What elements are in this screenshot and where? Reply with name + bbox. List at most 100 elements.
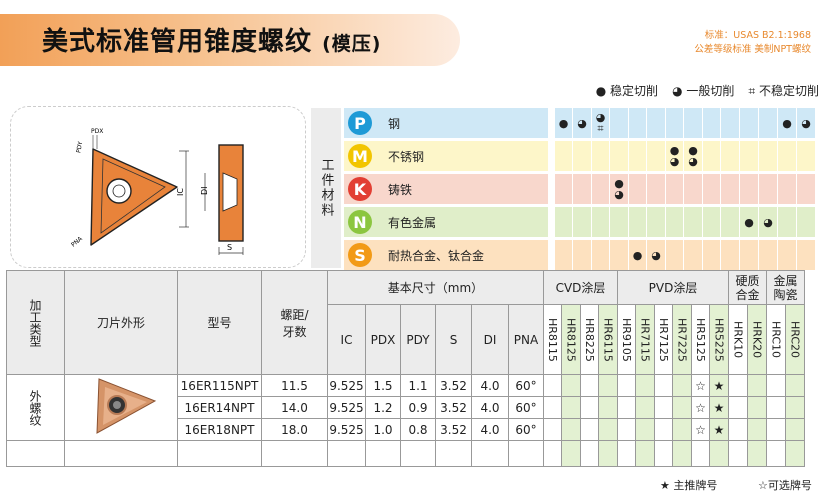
- ic-cell: 9.525: [327, 396, 366, 419]
- cutting-mark: ◕: [763, 215, 773, 229]
- header-basic-dims: 基本尺寸（mm）: [327, 270, 544, 305]
- material-grid-cell: [609, 141, 628, 171]
- material-grid-cell: [758, 141, 777, 171]
- material-s-icon: S: [348, 243, 372, 267]
- label-pdx: PDX: [91, 128, 103, 135]
- pdy-cell: 0.9: [400, 396, 436, 419]
- material-grid-cell: [796, 174, 815, 204]
- standard-text: 标准：USAS B2.1:1968: [704, 30, 811, 41]
- grade-cell: [561, 396, 581, 419]
- grade-cell: [561, 418, 581, 441]
- cutting-mark: ●: [632, 248, 643, 262]
- grade-cell: [654, 396, 673, 419]
- material-grid-cell: [777, 174, 796, 204]
- material-grid-cell: [591, 240, 609, 270]
- pitch-cell: 18.0: [261, 418, 328, 441]
- header-pna: PNA: [508, 304, 544, 375]
- material-grid-cell: [720, 108, 739, 138]
- model-cell: 16ER14NPT: [177, 396, 262, 419]
- material-grid-cell: [777, 240, 796, 270]
- material-grid-cell: [758, 240, 777, 270]
- material-grid-cell: [777, 207, 796, 237]
- material-grid-cell: [702, 240, 720, 270]
- header-ic: IC: [327, 304, 366, 375]
- grade-cell: [598, 374, 618, 397]
- grade-cell: [543, 374, 562, 397]
- grade-cell: [580, 374, 599, 397]
- table-row: 16ER14NPT 14.0 9.525 1.2 0.9 3.52 4.0 60…: [7, 396, 805, 419]
- material-m-icon: M: [348, 144, 372, 168]
- cutting-mark: ◕: [688, 155, 698, 168]
- pdy-cell: 0.8: [400, 418, 436, 441]
- material-grid-cell: ◕: [758, 207, 777, 237]
- material-grid-cell: ●◕: [683, 141, 702, 171]
- model-cell: 16ER18NPT: [177, 418, 262, 441]
- material-grid-cell: [796, 141, 815, 171]
- pdx-cell: 1.0: [365, 418, 401, 441]
- grade-hr9105: HR9105: [617, 304, 636, 375]
- pna-cell: 60°: [508, 418, 544, 441]
- header-cvd: CVD涂层: [543, 270, 618, 305]
- grade-cell: [598, 396, 618, 419]
- material-grid-cell: [628, 207, 646, 237]
- di-cell: 4.0: [471, 418, 509, 441]
- di-cell: 4.0: [471, 374, 509, 397]
- material-grid-cell: [665, 207, 683, 237]
- grade-cell: [580, 396, 599, 419]
- label-s: S: [227, 243, 232, 252]
- grade-hr7225: HR7225: [672, 304, 692, 375]
- header-model: 型号: [177, 270, 262, 375]
- material-grid-cell: [739, 174, 758, 204]
- material-grid-cell: ◕: [572, 108, 591, 138]
- grade-hr6115: HR6115: [598, 304, 618, 375]
- material-grid-cell: [646, 174, 665, 204]
- header-process: 加工类型: [6, 270, 65, 375]
- insert-hole: [106, 178, 132, 204]
- material-grid-cell: [739, 108, 758, 138]
- material-grid-cell: [646, 141, 665, 171]
- material-grid-cell: [554, 141, 572, 171]
- grade-cell: [766, 374, 786, 397]
- header-pvd: PVD涂层: [617, 270, 729, 305]
- grade-hrc10: HRC10: [766, 304, 786, 375]
- material-grid-cell: [720, 174, 739, 204]
- grade-cell: [672, 396, 692, 419]
- pna-cell: 60°: [508, 396, 544, 419]
- grade-mark-main: ★: [709, 418, 729, 441]
- model-cell: 16ER115NPT: [177, 374, 262, 397]
- material-grid-cell: [591, 141, 609, 171]
- grade-cell: [635, 418, 655, 441]
- material-grid-cell: [796, 240, 815, 270]
- material-grid-cell: [739, 240, 758, 270]
- grade-hr5225: HR5225: [709, 304, 729, 375]
- material-grid-cell: [628, 108, 646, 138]
- material-grid-cell: [702, 141, 720, 171]
- grade-mark-optional: ☆: [691, 418, 710, 441]
- grade-cell: [654, 418, 673, 441]
- material-grid-cell: [609, 207, 628, 237]
- grade-hr5125: HR5125: [691, 304, 710, 375]
- grade-hrc20: HRC20: [785, 304, 805, 375]
- header-s: S: [435, 304, 472, 375]
- page-title: 美式标准管用锥度螺纹 (模压): [42, 27, 382, 57]
- grade-hrk10: HRK10: [728, 304, 748, 375]
- grade-cell: [617, 374, 636, 397]
- material-grid-cell: [554, 240, 572, 270]
- material-grid-cell: [683, 174, 702, 204]
- grade-hrk20: HRK20: [747, 304, 767, 375]
- grade-cell: [561, 374, 581, 397]
- table-spacer-row: [6, 440, 805, 467]
- grade-mark-main: ★: [709, 374, 729, 397]
- header-di: DI: [471, 304, 509, 375]
- header-pitch: 螺距/牙数: [261, 270, 328, 375]
- material-grid-cell: [591, 174, 609, 204]
- pitch-cell: 14.0: [261, 396, 328, 419]
- label-di: DI: [200, 186, 209, 195]
- header-pdx: PDX: [365, 304, 401, 375]
- title-banner: [0, 14, 460, 66]
- pdy-cell: 1.1: [400, 374, 436, 397]
- material-grid-cell: ●◕: [609, 174, 628, 204]
- material-grid-cell: [591, 207, 609, 237]
- grade-cell: [672, 418, 692, 441]
